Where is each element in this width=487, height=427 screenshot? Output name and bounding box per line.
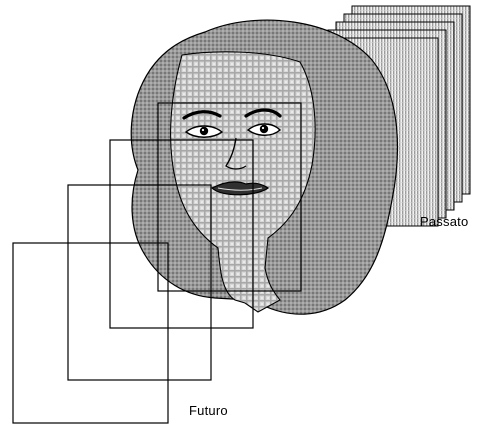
future-label: Futuro bbox=[189, 403, 228, 418]
future-frame bbox=[67, 184, 212, 381]
nose bbox=[225, 137, 247, 170]
mouth bbox=[210, 181, 270, 196]
future-frame bbox=[157, 102, 302, 292]
future-frames bbox=[12, 102, 302, 424]
future-frame bbox=[12, 242, 169, 424]
future-frame bbox=[109, 139, 254, 329]
past-label: Passato bbox=[420, 214, 469, 229]
left-eye bbox=[184, 125, 224, 138]
right-eyebrow bbox=[244, 108, 282, 118]
right-eye bbox=[246, 123, 282, 136]
left-eyebrow bbox=[182, 110, 222, 120]
